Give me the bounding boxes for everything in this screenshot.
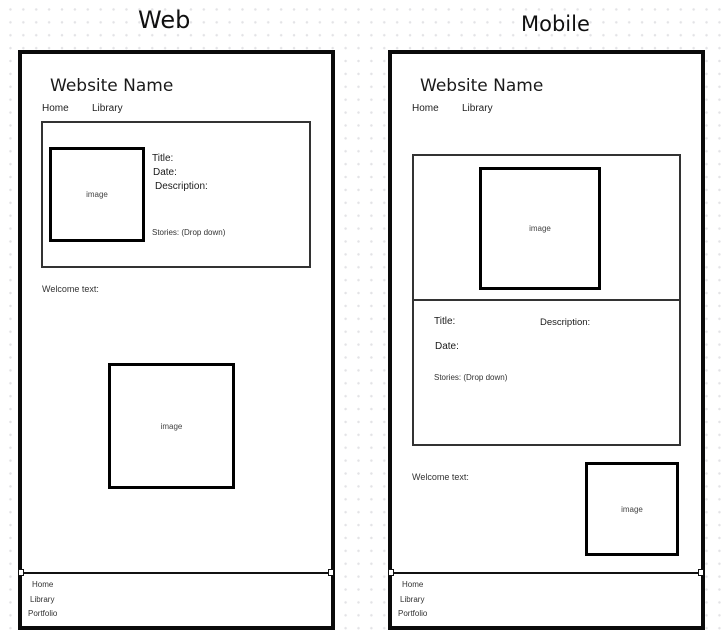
web-heading: Web: [138, 6, 191, 34]
web-site-name: Website Name: [50, 76, 174, 96]
mobile-footer-library[interactable]: Library: [400, 595, 425, 604]
mobile-title-label: Title:: [434, 316, 456, 327]
mobile-divider-handle-right[interactable]: [698, 569, 704, 576]
web-welcome-image-label: image: [160, 421, 183, 431]
mobile-footer-portfolio[interactable]: Portfolio: [398, 609, 428, 618]
mobile-divider-handle-left[interactable]: [388, 569, 394, 576]
web-welcome-text: Welcome text:: [42, 284, 99, 294]
mobile-welcome-image-label: image: [621, 504, 643, 514]
mobile-footer-divider: [390, 572, 703, 574]
mobile-stories-dropdown[interactable]: Stories: (Drop down): [434, 373, 508, 382]
web-divider-handle-left[interactable]: [18, 569, 24, 576]
web-footer-library[interactable]: Library: [30, 595, 55, 604]
web-welcome-image: image: [108, 363, 235, 489]
mobile-welcome-text: Welcome text:: [412, 472, 469, 482]
web-footer-portfolio[interactable]: Portfolio: [28, 609, 58, 618]
web-title-label: Title:: [152, 153, 174, 164]
web-date-label: Date:: [153, 167, 177, 178]
mobile-nav-library[interactable]: Library: [462, 103, 493, 114]
mobile-footer-home[interactable]: Home: [402, 580, 424, 589]
web-nav-library[interactable]: Library: [92, 103, 123, 114]
mobile-welcome-image: image: [585, 462, 679, 556]
mobile-nav-home[interactable]: Home: [412, 103, 439, 114]
web-footer-home[interactable]: Home: [32, 580, 54, 589]
web-nav-home[interactable]: Home: [42, 103, 69, 114]
mobile-featured-image: image: [479, 167, 601, 290]
mobile-date-label: Date:: [435, 341, 459, 352]
mobile-description-label: Description:: [540, 317, 591, 328]
web-featured-image-label: image: [86, 190, 108, 199]
mobile-heading: Mobile: [521, 12, 590, 36]
web-divider-handle-right[interactable]: [328, 569, 334, 576]
web-featured-image: image: [49, 147, 145, 242]
mobile-site-name: Website Name: [420, 76, 544, 96]
web-description-label: Description:: [155, 181, 208, 192]
mobile-featured-details-section: [412, 299, 681, 446]
mobile-featured-image-label: image: [529, 224, 551, 233]
web-footer-divider: [20, 572, 333, 574]
web-stories-dropdown[interactable]: Stories: (Drop down): [152, 228, 226, 237]
